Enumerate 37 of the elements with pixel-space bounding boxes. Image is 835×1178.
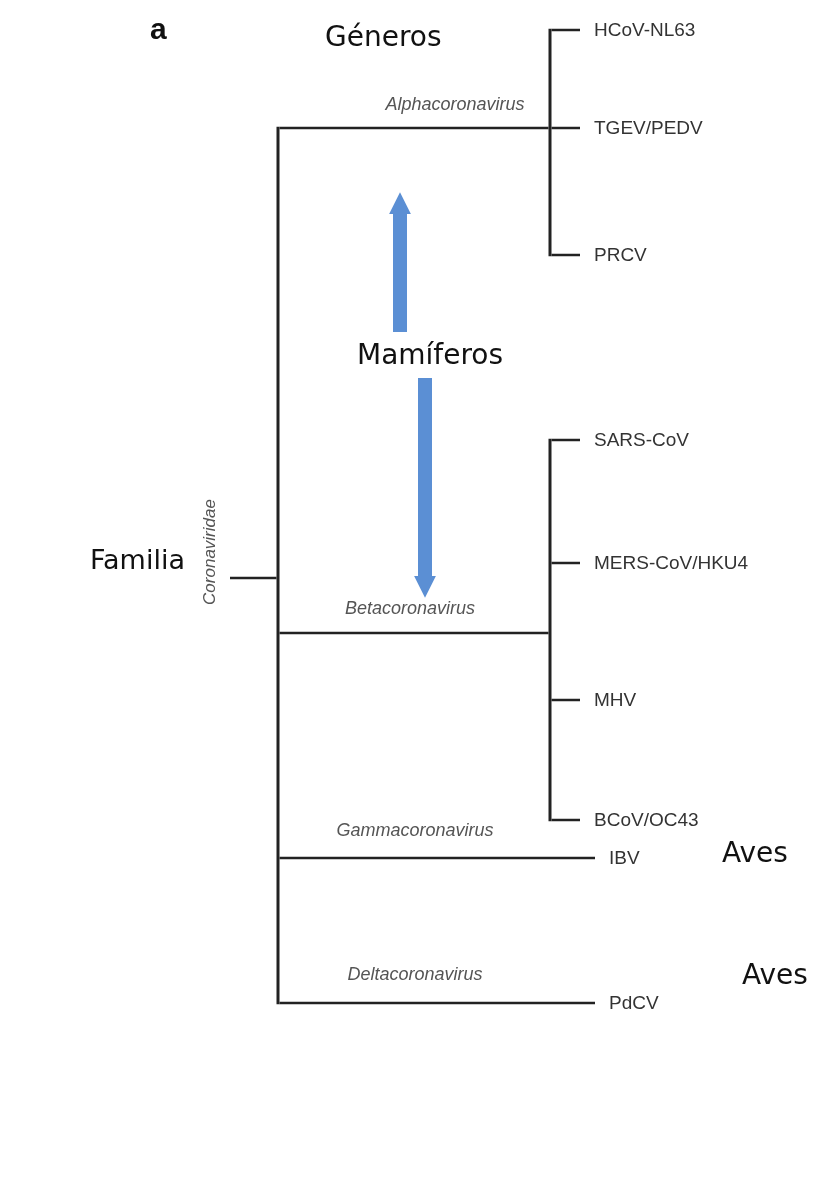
taxon-label: MERS-CoV/HKU4: [580, 551, 749, 575]
branch-line: [279, 1001, 595, 1005]
taxon-label: TGEV/PEDV: [580, 116, 703, 140]
branch-line: [279, 631, 549, 635]
branch-line: [551, 126, 580, 130]
branch-line: [276, 126, 280, 1005]
genus-label: Alphacoronavirus: [385, 93, 525, 115]
genus-label: Gammacoronavirus: [336, 819, 494, 841]
taxon-label: PRCV: [580, 243, 647, 267]
group-label: Mamíferos: [357, 338, 504, 372]
branch-line: [548, 28, 552, 257]
taxon-label: BCoV/OC43: [580, 808, 699, 832]
taxon-label: MHV: [580, 688, 637, 712]
branch-line: [279, 856, 595, 860]
rank-label: Familia: [90, 544, 185, 575]
branch-line: [279, 126, 549, 130]
block-arrow: [414, 378, 436, 598]
host-label: Aves: [722, 836, 788, 869]
taxon-label: PdCV: [595, 991, 659, 1015]
taxon-label: SARS-CoV: [580, 428, 690, 452]
genus-label: Betacoronavirus: [344, 597, 476, 619]
branch-line: [548, 438, 552, 822]
branch-line: [551, 818, 580, 822]
taxon-label: IBV: [595, 846, 640, 870]
heading-label: Géneros: [325, 20, 442, 53]
branch-line: [551, 253, 580, 257]
host-label: Aves: [742, 958, 808, 991]
branch-line: [551, 561, 580, 565]
branch-line: [551, 698, 580, 702]
panel-letter: a: [150, 12, 167, 46]
branch-line: [551, 438, 580, 442]
genus-label: Deltacoronavirus: [347, 963, 483, 985]
block-arrow: [389, 192, 411, 332]
branch-line: [230, 576, 277, 580]
family-label: Coronaviridae: [199, 499, 220, 605]
branch-line: [551, 28, 580, 32]
taxon-label: HCoV-NL63: [580, 18, 696, 42]
